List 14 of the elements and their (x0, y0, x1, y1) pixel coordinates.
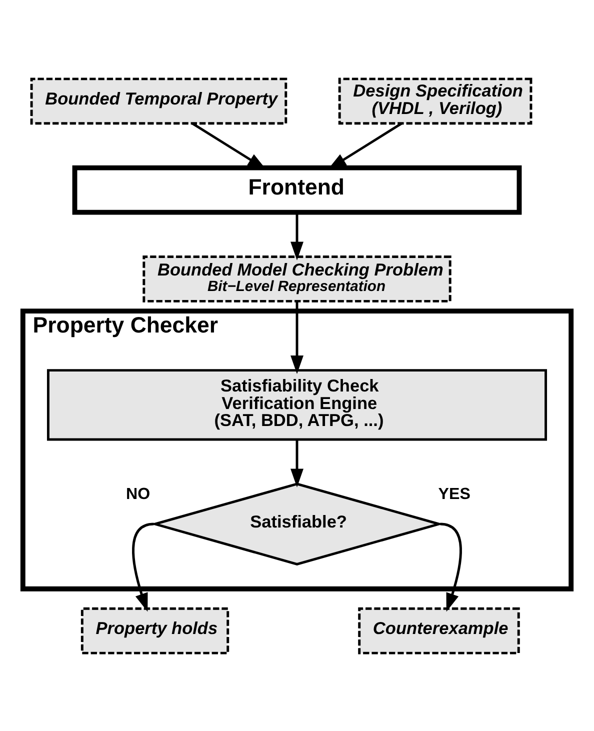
arrow (290, 439, 304, 487)
arrow (132, 522, 154, 612)
node-box: Bounded Model Checking Problem Bit−Level Representation (142, 255, 452, 302)
edge-label: NO (126, 484, 150, 502)
node-box: Bounded Temporal Property (30, 77, 288, 124)
arrow (440, 522, 462, 612)
node-box: Frontend (72, 164, 522, 214)
node-box: Design Specification (VHDL , Verilog) (338, 77, 532, 124)
node-box: Satisfiability Check Verification Engine (SAT, BDD, ATPG, ...) (46, 368, 548, 440)
arrow (290, 301, 304, 374)
node-box: Counterexample (358, 606, 520, 654)
arrow (290, 212, 304, 260)
edge-label: YES (438, 484, 470, 502)
node-box: Property holds (80, 606, 230, 654)
